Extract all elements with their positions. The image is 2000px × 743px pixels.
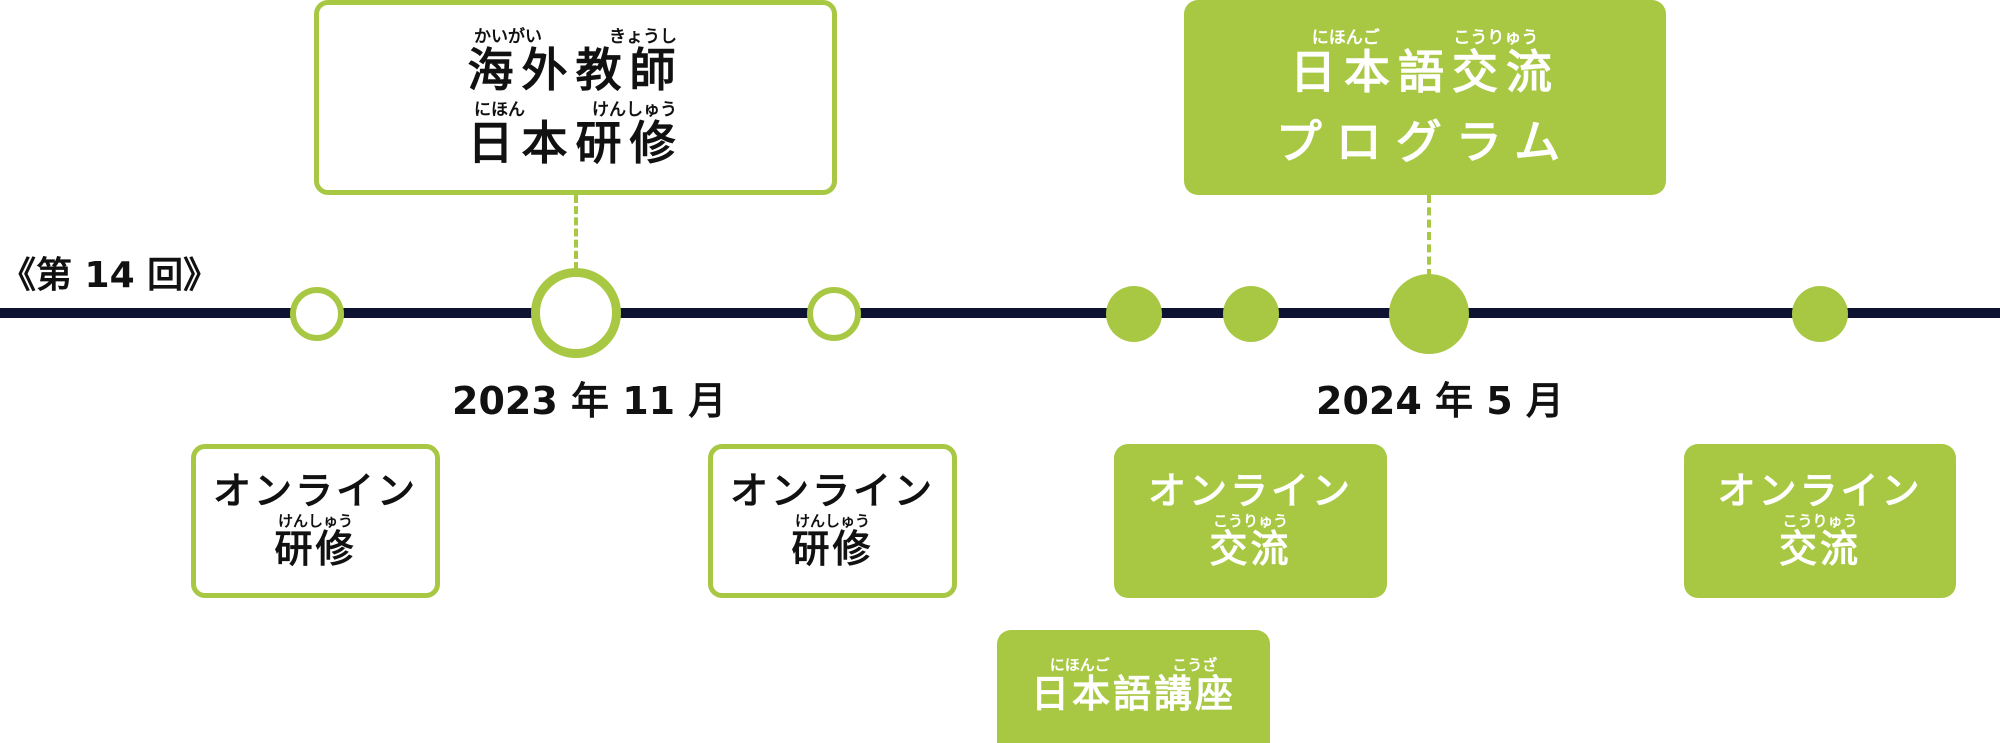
exchange-program-line1: 日本語交流 [1290, 44, 1560, 99]
box-title: オンライン [1147, 468, 1353, 513]
ruby-text: かいがい [474, 26, 542, 47]
teacher-training-line1: 海外教師 [467, 43, 684, 98]
ruby-text: きょうし [609, 26, 677, 47]
ruby-text: こうざ [1172, 656, 1218, 675]
timeline-dot-japanese-course [1106, 286, 1162, 342]
ruby-text: にほん [474, 99, 525, 120]
connector-teacher-training [574, 195, 578, 270]
online-exchange-box-2: オンライン こうりゅう 交流 [1684, 444, 1956, 598]
timeline-dot-online-exchange-1 [1223, 286, 1279, 342]
teacher-training-box: かいがい きょうし 海外教師 にほん けんしゅう 日本研修 [314, 0, 837, 195]
ruby-text: こうりゅう [1212, 511, 1288, 530]
ruby-text: こうりゅう [1453, 27, 1539, 48]
date-label-2023-11: 2023 年 11 月 [452, 379, 727, 423]
online-training-box-2: オンライン けんしゅう 研修 [708, 444, 957, 598]
box-subtitle: 交流 [1778, 527, 1861, 572]
ruby-text: にほんご [1311, 27, 1380, 48]
box-subtitle: 研修 [274, 527, 357, 572]
ruby-text: こうりゅう [1782, 511, 1858, 530]
box-title: オンライン [212, 468, 418, 513]
ruby-text: けんしゅう [592, 99, 677, 120]
box-subtitle: 研修 [791, 527, 874, 572]
exchange-program-box: にほんご こうりゅう 日本語交流 プログラム [1184, 0, 1666, 195]
round-label: 《第 14 回》 [0, 255, 220, 296]
ruby-row: にほんご こうりゅう [1295, 29, 1555, 48]
timeline-dot-online-exchange-2 [1792, 286, 1848, 342]
timeline-dot-teacher-training [531, 268, 621, 358]
box-subtitle: 日本語講座 [1030, 671, 1236, 716]
timeline-line [0, 308, 2000, 318]
ruby-text: けんしゅう [277, 511, 353, 530]
timeline-dot-exchange-program [1389, 274, 1469, 354]
ruby-text: にほんご [1049, 656, 1110, 675]
box-title: オンライン [1717, 468, 1923, 513]
timeline-dot-online-training-2 [807, 287, 861, 341]
date-label-2024-05: 2024 年 5 月 [1316, 379, 1564, 423]
ruby-row: にほん けんしゅう [461, 99, 691, 120]
ruby-row: にほんご こうざ [1034, 657, 1234, 674]
ruby-text: けんしゅう [794, 511, 870, 530]
box-subtitle: 交流 [1209, 527, 1292, 572]
exchange-program-line2: プログラム [1275, 114, 1575, 169]
timeline-dot-online-training-1 [290, 287, 344, 341]
online-exchange-box-1: オンライン こうりゅう 交流 [1114, 444, 1387, 598]
box-title: オンライン [729, 468, 935, 513]
ruby-row: かいがい きょうし [461, 26, 691, 47]
connector-exchange-program [1427, 195, 1431, 277]
japanese-course-box: にほんご こうざ 日本語講座 [997, 630, 1270, 743]
online-training-box-1: オンライン けんしゅう 研修 [191, 444, 440, 598]
teacher-training-line2: 日本研修 [467, 116, 684, 171]
